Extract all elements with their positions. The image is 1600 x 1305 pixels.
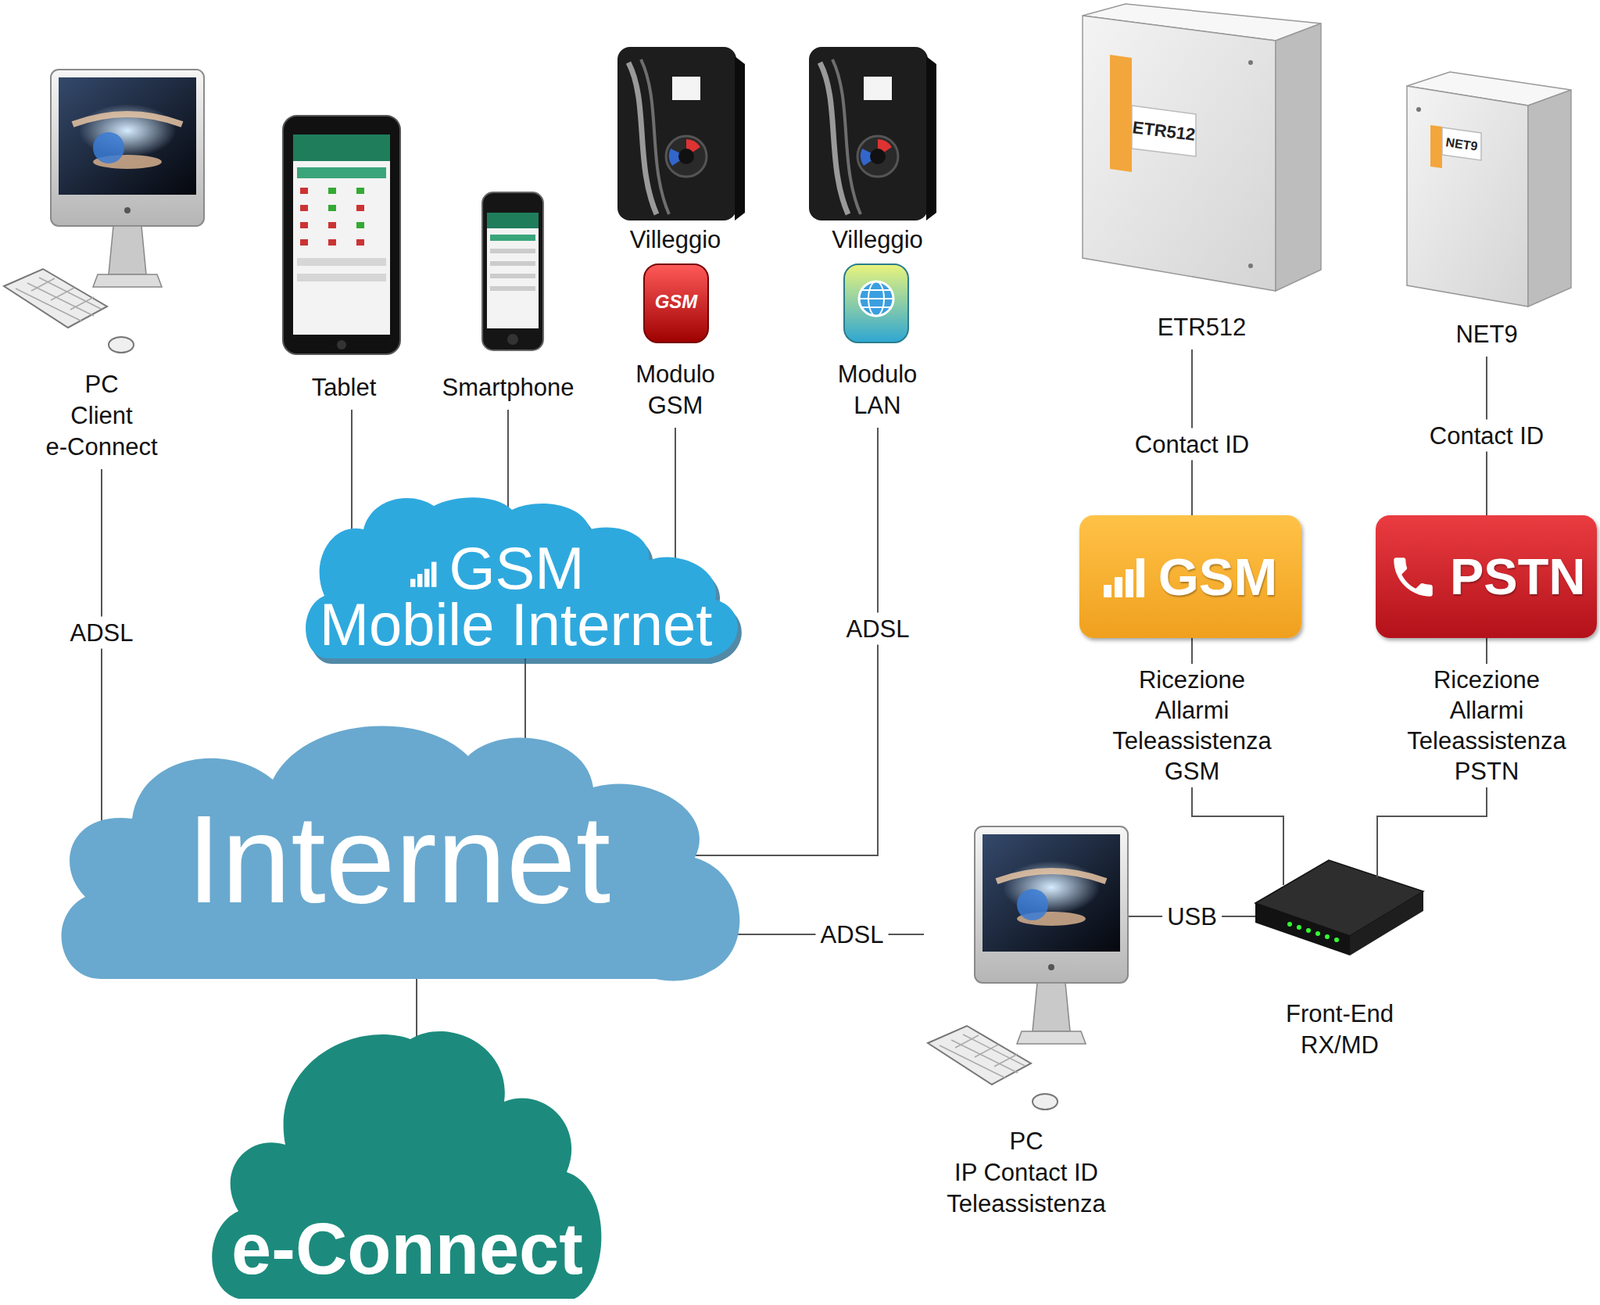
text-line: Teleassistenza [1406,725,1566,756]
channel-box: PSTN [1375,515,1597,638]
text-line: Teleassistenza [946,1188,1106,1220]
network-cloud: Internet [46,708,751,990]
text-line: Allarmi [1112,694,1271,726]
node-label: Modulo LAN [837,358,918,422]
edge-label: Contact ID [1424,419,1549,452]
edge-label: Contact ID [1130,428,1254,461]
node-label: Mobile Internet [319,594,713,655]
text-line: Allarmi [1406,694,1566,726]
front-end-device [1255,859,1424,956]
edge-label: USB [1162,900,1222,933]
device-node: Smartphone [433,187,583,410]
text-line: RX/MD [1285,1029,1394,1061]
node-label: Internet [186,796,612,922]
network-cloud: e-Connect [199,1015,613,1303]
text-line: Modulo [635,358,716,391]
lan-module-icon [844,264,909,343]
pc-ip-monitor [927,826,1128,1110]
device-node: PC IP Contact ID Teleassistenza [923,822,1129,1226]
text-line: GSM [1112,755,1271,787]
text-line: Teleassistenza [1112,725,1271,756]
text-line: Front-End [1285,998,1394,1030]
connector [524,655,527,742]
node-label: Modulo GSM [635,358,716,422]
edge-label: Ricezione Allarmi Teleassistenza PSTN [1402,663,1571,788]
edge-label: ADSL [65,616,139,649]
device-node: PC Client e-Connect [3,66,200,469]
node-label: Smartphone [442,372,575,404]
villeggio-panel [808,46,937,221]
edge-label: Ricezione Allarmi Teleassistenza GSM [1107,663,1276,788]
network-cloud: GSMMobile Internet [300,490,741,664]
connector [350,409,353,531]
text-line: GSM [635,390,716,422]
gsm-module-icon [644,264,709,343]
net9-cabinet [1406,71,1572,307]
node-label: ETR512 [1157,311,1247,344]
text-line: Modulo [837,358,918,391]
text-line: e-Connect [45,431,158,463]
node-label: PC Client e-Connect [45,368,158,463]
smartphone-device [482,192,544,351]
node-label: NET9 [1455,318,1518,351]
text-line: IP Contact ID [946,1156,1106,1189]
text-line: Client [45,400,158,432]
connector [507,409,509,509]
phone-icon [1387,551,1439,603]
node-label: Villeggio [629,224,722,256]
tablet-device [282,115,401,355]
text-line: PSTN [1406,755,1566,787]
edge-label: ADSL [841,612,915,645]
device-node: NET9 [1399,68,1575,357]
etr512-cabinet [1082,3,1321,291]
node-label: Front-End RX/MD [1285,998,1394,1061]
node-label: Villeggio [831,224,924,256]
node-label: GSM [448,538,584,598]
device-tag: GSM [655,292,698,312]
device-node: ETR512 [1078,3,1325,350]
node-label: Tablet [311,372,377,404]
channel-box: GSM [1079,515,1302,638]
device-node: VilleggioModulo LAN [812,42,942,428]
text-line: Ricezione [1406,664,1566,695]
text-line: Ricezione [1112,664,1271,695]
signal-bars [410,557,439,591]
text-line: PC [946,1125,1106,1157]
edge-label: ADSL [816,918,889,951]
node-label: GSM [1158,550,1278,603]
connector [415,973,418,1039]
node-label: PC IP Contact ID Teleassistenza [946,1125,1106,1220]
text-line: PC [45,368,158,401]
node-label: PSTN [1449,551,1586,602]
pc-client-monitor [3,69,205,353]
device-node: VilleggioModulo GSM [612,42,738,428]
text-line: LAN [837,390,918,422]
node-label: e-Connect [231,1212,584,1285]
device-node: Front-End RX/MD [1255,869,1425,1067]
villeggio-panel [617,46,745,221]
device-node: Tablet [277,109,411,410]
connector [674,427,677,565]
signal-bars [1103,556,1148,598]
